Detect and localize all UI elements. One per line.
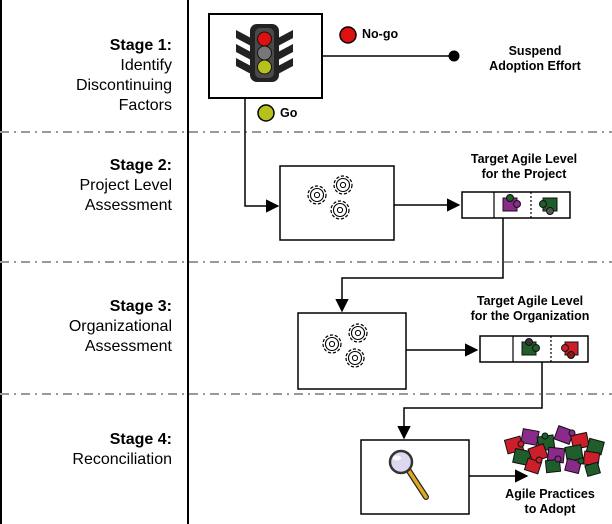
target-org-line-2: for the Organization xyxy=(470,309,590,323)
stage-separators xyxy=(0,131,612,395)
stage-3-line-1: Organizational xyxy=(68,318,172,335)
stage-4-label: Stage 4: Reconciliation xyxy=(72,430,172,470)
no-go-label: No-go xyxy=(362,27,399,41)
practices-line-1: Agile Practices xyxy=(505,487,595,501)
stage-4-line-1: Reconciliation xyxy=(72,451,172,468)
puzzle-piece-icon xyxy=(502,194,521,212)
stage-2-label: Stage 2: Project Level Assessment xyxy=(80,156,173,216)
practices-line-2: to Adopt xyxy=(524,502,576,516)
stage-1-line-3: Factors xyxy=(118,97,172,114)
target-project-line-1: Target Agile Level xyxy=(470,152,578,166)
magnifying-glass-icon xyxy=(388,449,429,500)
go-arrow xyxy=(244,98,280,213)
stage-3-line-2: Assessment xyxy=(84,338,172,355)
suspend-endpoint xyxy=(448,50,460,62)
traffic-light-icon xyxy=(236,24,293,82)
target-org-line-1: Target Agile Level xyxy=(476,294,584,308)
target-project-line-2: for the Project xyxy=(481,167,567,181)
go-light-icon xyxy=(257,104,275,122)
puzzle-pile-icon xyxy=(503,425,605,478)
puzzle-piece-icon xyxy=(521,338,540,356)
go-label: Go xyxy=(280,106,298,120)
stage-2-title: Stage 2: xyxy=(109,157,172,174)
project-level-strip xyxy=(461,191,571,219)
practices-label: Agile Practices to Adopt xyxy=(490,487,610,517)
puzzle-piece-icon xyxy=(561,341,579,359)
no-go-light-icon xyxy=(339,26,357,44)
target-project-label: Target Agile Level for the Project xyxy=(440,152,608,182)
target-org-label: Target Agile Level for the Organization xyxy=(450,294,610,324)
stage-1-line-2: Discontinuing xyxy=(75,77,172,94)
org-to-reconcile-arrow xyxy=(397,362,543,440)
stage-1-line-1: Identify xyxy=(120,57,172,74)
stage-2-line-2: Assessment xyxy=(84,197,172,214)
stage-3-title: Stage 3: xyxy=(109,298,172,315)
stage-1-label: Stage 1: Identify Discontinuing Factors xyxy=(76,36,172,116)
org-level-strip xyxy=(479,335,589,363)
project-to-org-arrow xyxy=(335,218,504,313)
stage-1-title: Stage 1: xyxy=(109,37,172,54)
suspend-label: Suspend Adoption Effort xyxy=(460,44,610,74)
stage-4-title: Stage 4: xyxy=(109,431,172,448)
suspend-line-1: Suspend xyxy=(508,44,562,58)
suspend-line-2: Adoption Effort xyxy=(489,59,581,73)
puzzle-piece-icon xyxy=(539,197,558,215)
stage-3-label: Stage 3: Organizational Assessment xyxy=(69,297,172,357)
stage-2-line-1: Project Level xyxy=(79,177,173,194)
